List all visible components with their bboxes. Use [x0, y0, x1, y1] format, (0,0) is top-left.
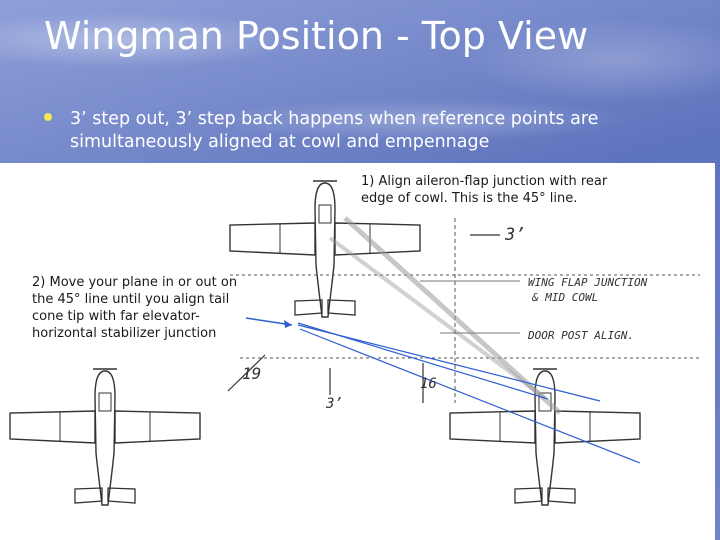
- label-3ft-bottom: 3’: [325, 396, 343, 412]
- left-wingman-plane: [9, 368, 201, 506]
- sight-line: [343, 216, 562, 415]
- right-wingman-plane: [449, 368, 641, 506]
- diagram-drawing: 3’ WING FLAP JUNCTION & MID COWL DOOR PO…: [9, 180, 700, 506]
- alignment-line: [299, 328, 641, 464]
- slide-title: Wingman Position - Top View: [44, 14, 589, 58]
- label-mid-cowl: & MID COWL: [531, 291, 598, 304]
- alignment-line: [297, 322, 549, 400]
- caption-step-1: 1) Align aileron-flap junction with rear…: [361, 174, 608, 206]
- caption-pointer-head: [284, 320, 292, 328]
- dimension-arrow: [227, 354, 266, 392]
- bullet-text: 3’ step out, 3’ step back happens when r…: [70, 109, 599, 152]
- label-3ft-top: 3’: [504, 225, 525, 245]
- caption-step-2: 2) Move your plane in or out on the 45° …: [32, 275, 238, 341]
- caption-pointer: [245, 317, 293, 326]
- label-wing-flap: WING FLAP JUNCTION: [528, 276, 648, 289]
- label-16: 16: [420, 376, 437, 392]
- bullet-icon: [44, 113, 52, 121]
- wingman-diagram: 3’ WING FLAP JUNCTION & MID COWL DOOR PO…: [0, 163, 715, 540]
- alignment-line: [297, 324, 601, 402]
- label-19: 19: [242, 364, 261, 383]
- label-door-post: DOOR POST ALIGN.: [527, 329, 634, 342]
- sight-line: [328, 236, 547, 400]
